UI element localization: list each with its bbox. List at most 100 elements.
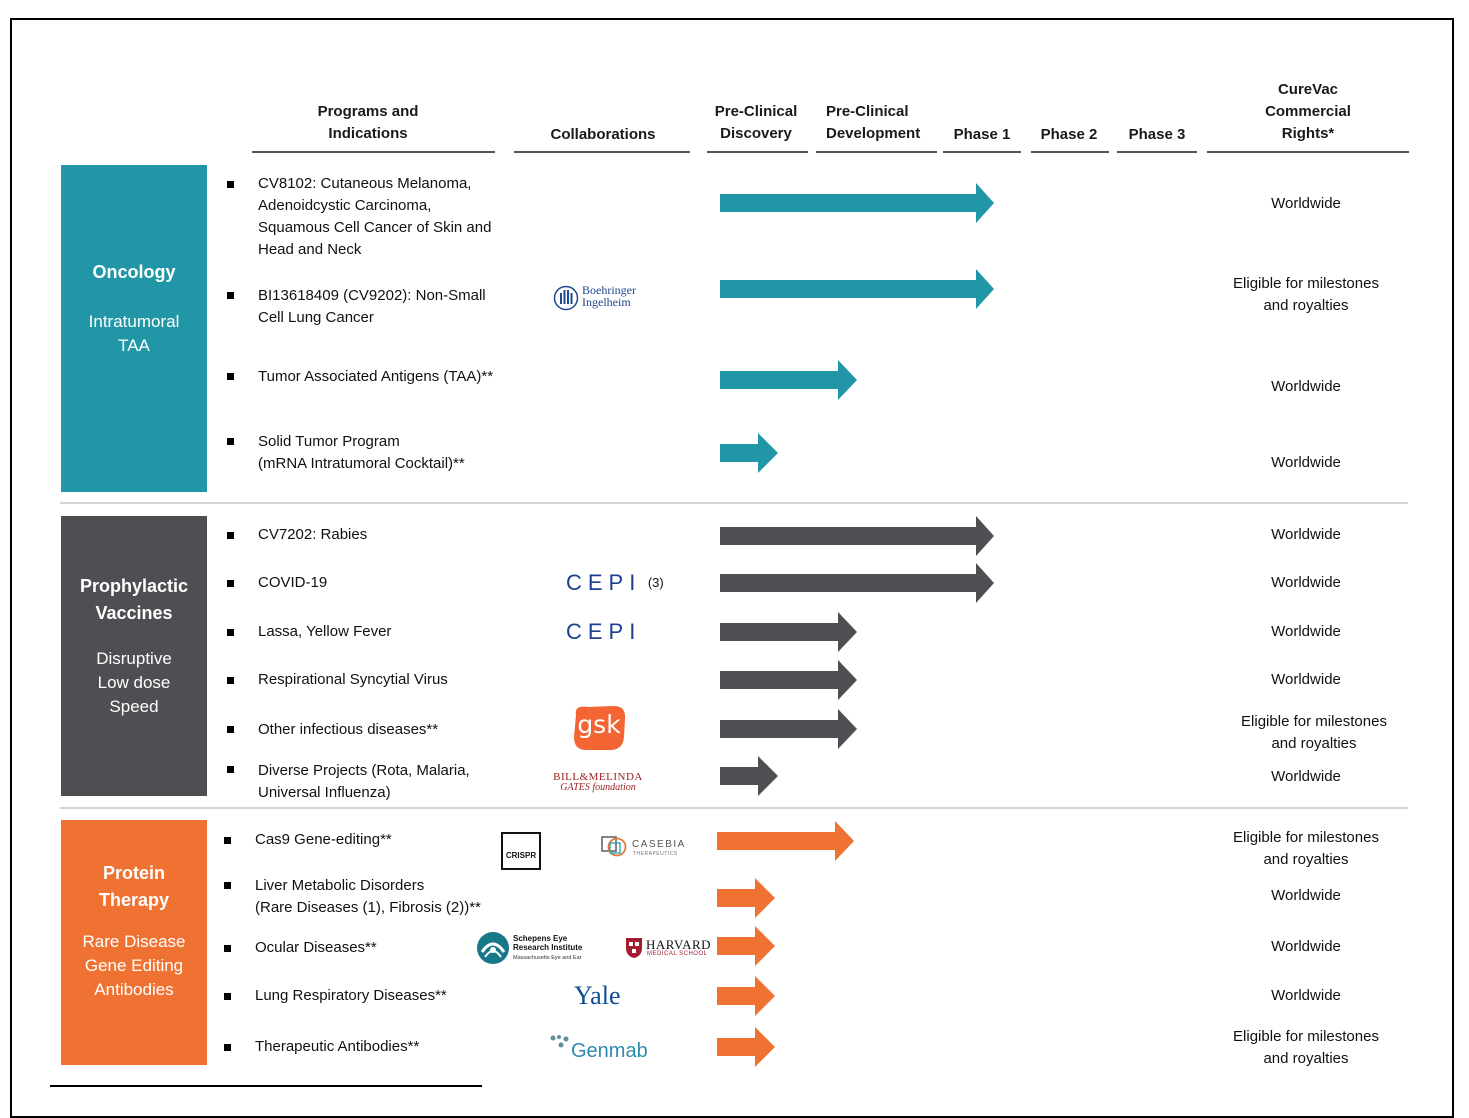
bullet-icon [224,1044,231,1051]
rights-label: Worldwide [1271,574,1341,591]
crispr-therapeutics-logo: CRISPR [501,832,541,870]
rights-label: Worldwide [1271,526,1341,543]
header-underline [1031,151,1109,153]
program-label: Liver Metabolic Disorders (Rare Diseases… [255,877,481,916]
header-programs: Programs and Indications [317,103,419,142]
rights-label: Eligible for milestones and royalties [1233,275,1379,314]
bullet-icon [227,677,234,684]
rights-label: Worldwide [1271,987,1341,1004]
category-protein-therapy: Protein Therapy Rare Disease Gene Editin… [61,820,207,1065]
bullet-icon [227,726,234,733]
category-protein-name: Protein Therapy [98,863,170,910]
header-underline [943,151,1021,153]
cepi-logo: CEPI [566,619,656,645]
cepi-wordmark: CEPI [566,619,642,644]
header-underline [816,151,937,153]
header-underline [1207,151,1409,153]
genmab-wordmark: Genmab [571,1040,648,1062]
program-label: Diverse Projects (Rota, Malaria, Univers… [258,762,470,801]
casebia-wordmark: CASEBIA [632,839,686,850]
header-preclinical-discovery: Pre-Clinical Discovery [714,103,798,142]
bullet-icon [227,438,234,445]
progress-arrow [717,821,854,861]
progress-arrow [720,433,778,473]
bullet-icon [224,945,231,952]
bullet-icon [227,532,234,539]
bullet-icon [227,292,234,299]
header-phase-2: Phase 2 [1040,126,1098,143]
rights-label: Eligible for milestones and royalties [1233,1028,1379,1067]
program-label: Solid Tumor Program (mRNA Intratumoral C… [258,433,465,472]
progress-arrow [717,1027,775,1067]
header-rights: CureVac Commercial Rights* [1265,81,1351,142]
category-vaccines-subtitle: Disruptive Low dose Speed [96,649,172,716]
section-divider [60,502,1408,504]
progress-arrow [717,878,775,918]
schepens-subtitle: Massachusetts Eye and Ear [513,955,582,961]
rights-label: Worldwide [1271,195,1341,212]
program-label: BI13618409 (CV9202): Non-Small Cell Lung… [258,287,486,326]
bullet-icon [227,373,234,380]
header-underline [1117,151,1197,153]
casebia-emblem-icon [601,836,627,857]
gsk-wordmark: gsk [577,710,621,739]
footnote-rule [50,1085,482,1087]
harvard-subtitle: MEDICAL SCHOOL [647,951,708,957]
gsk-logo: gsk [570,703,628,753]
harvard-medical-school-logo: HARVARD MEDICAL SCHOOL [625,936,715,962]
category-oncology: Oncology Intratumoral TAA [61,165,207,492]
program-label: CV8102: Cutaneous Melanoma, Adenoidcysti… [258,175,492,258]
progress-arrow [720,269,994,309]
category-oncology-subtitle: Intratumoral TAA [88,312,180,355]
program-label: Respirational Syncytial Virus [258,671,448,688]
category-vaccines-name: Prophylactic Vaccines [79,576,189,623]
program-label: CV7202: Rabies [258,526,368,543]
section-divider [60,807,1408,809]
program-label: Other infectious diseases** [258,721,439,738]
harvard-shield-icon [626,938,642,958]
program-label: Lung Respiratory Diseases** [255,987,447,1004]
gates-line-1: BILL&MELINDA [553,771,643,783]
harvard-wordmark: HARVARD [646,937,712,952]
rights-label: Worldwide [1271,623,1341,640]
progress-arrow [720,660,857,700]
category-oncology-name: Oncology [92,262,176,282]
boehringer-ingelheim-logo: Boehringer Ingelheim [553,282,663,314]
header-phase-3: Phase 3 [1128,126,1186,143]
category-protein-subtitle: Rare Disease Gene Editing Antibodies [82,932,186,999]
header-preclinical-development: Pre-Clinical Development [826,103,921,142]
rights-label: Worldwide [1271,768,1341,785]
header-underline [514,151,690,153]
cepi-logo: CEPI (3) [566,570,686,596]
rights-label: Eligible for milestones and royalties [1241,713,1387,752]
bullet-icon [224,837,231,844]
schepens-emblem-icon [477,932,509,964]
rights-label: Eligible for milestones and royalties [1233,829,1379,868]
bullet-icon [227,766,234,773]
boehringer-wordmark: Boehringer Ingelheim [582,283,636,309]
gates-foundation-logo: BILL&MELINDA GATES foundation [538,772,658,798]
program-label: Lassa, Yellow Fever [258,623,392,640]
program-label: Tumor Associated Antigens (TAA)** [258,368,494,385]
progress-arrow [720,563,994,603]
boehringer-emblem-icon [553,285,579,311]
program-label: Therapeutic Antibodies** [255,1038,420,1055]
bullet-icon [224,882,231,889]
cepi-footnote: (3) [647,575,664,590]
progress-arrow [717,976,775,1016]
rights-label: Worldwide [1271,378,1341,395]
category-prophylactic-vaccines: Prophylactic Vaccines Disruptive Low dos… [61,516,207,796]
cepi-wordmark: CEPI [566,570,642,595]
progress-arrow [720,516,994,556]
rights-label: Worldwide [1271,454,1341,471]
program-label: COVID-19 [258,574,328,591]
program-label: Ocular Diseases** [255,939,377,956]
header-collaborations: Collaborations [550,126,656,143]
program-label: Cas9 Gene-editing** [255,831,392,848]
crispr-wordmark: CRISPR [505,851,537,860]
casebia-logo: CASEBIA THERAPEUTICS [600,833,700,861]
rights-label: Worldwide [1271,887,1341,904]
yale-logo: Yale [574,981,621,1010]
rights-label: Worldwide [1271,938,1341,955]
header-underline [707,151,808,153]
